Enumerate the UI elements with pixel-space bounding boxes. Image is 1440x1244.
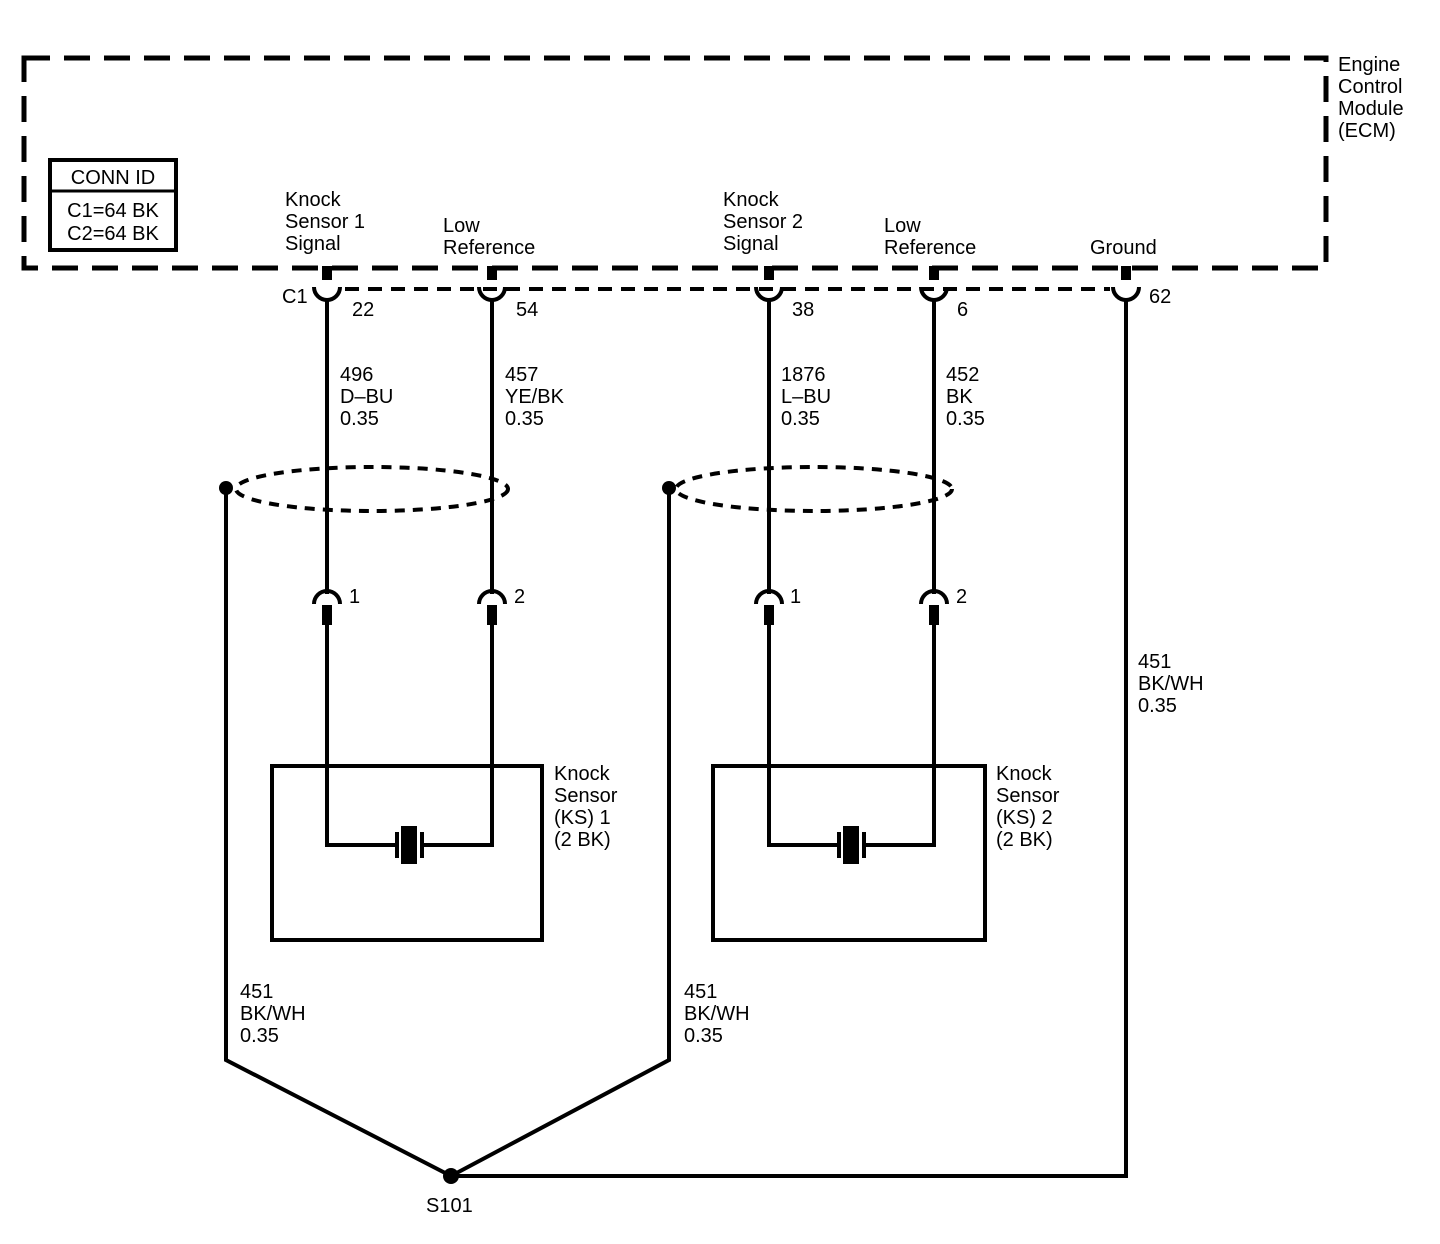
ecm-label-line: Engine bbox=[1338, 54, 1400, 76]
pin-number: 62 bbox=[1149, 286, 1171, 308]
drain-wire-ks1 bbox=[224, 488, 452, 1178]
svg-text:Knock: Knock bbox=[554, 763, 611, 785]
shield-ellipse-ks1 bbox=[234, 465, 510, 513]
wire-label-452: 452 BK 0.35 bbox=[946, 364, 985, 430]
ground-wire bbox=[451, 300, 1128, 1178]
sensor-pin-number: 2 bbox=[956, 586, 967, 608]
svg-text:0.35: 0.35 bbox=[946, 408, 985, 430]
sensor-connector-terminals bbox=[312, 589, 949, 625]
svg-text:Low: Low bbox=[884, 215, 921, 237]
ecm-pin-name-low-ref-2: Low Reference bbox=[884, 215, 976, 259]
svg-text:Reference: Reference bbox=[443, 237, 535, 259]
svg-text:451: 451 bbox=[1138, 651, 1171, 673]
ecm-label: Engine Control Module (ECM) bbox=[1338, 54, 1404, 142]
svg-text:Signal: Signal bbox=[723, 233, 779, 255]
svg-text:L–BU: L–BU bbox=[781, 386, 831, 408]
ecm-label-line: Control bbox=[1338, 76, 1402, 98]
svg-text:(KS) 1: (KS) 1 bbox=[554, 807, 611, 829]
ecm-pin-stubs bbox=[322, 266, 1131, 280]
svg-text:Sensor 1: Sensor 1 bbox=[285, 211, 365, 233]
svg-text:0.35: 0.35 bbox=[781, 408, 820, 430]
svg-text:0.35: 0.35 bbox=[684, 1025, 723, 1047]
splice-s101-label: S101 bbox=[426, 1195, 473, 1217]
conn-id-title: CONN ID bbox=[71, 167, 155, 189]
conn-id-line: C2=64 BK bbox=[67, 223, 159, 245]
ecm-label-line: (ECM) bbox=[1338, 120, 1396, 142]
ecm-label-line: Module bbox=[1338, 98, 1404, 120]
sensor-pin-number: 1 bbox=[349, 586, 360, 608]
knock-sensor-2-box bbox=[711, 764, 987, 942]
svg-text:Knock: Knock bbox=[723, 189, 780, 211]
svg-text:Reference: Reference bbox=[884, 237, 976, 259]
wire-label-451-ground: 451 BK/WH 0.35 bbox=[1138, 651, 1204, 717]
piezo-crystal-icon bbox=[837, 826, 866, 864]
svg-text:457: 457 bbox=[505, 364, 538, 386]
svg-text:496: 496 bbox=[340, 364, 373, 386]
svg-text:Knock: Knock bbox=[996, 763, 1053, 785]
wire-label-1876: 1876 L–BU 0.35 bbox=[781, 364, 831, 430]
ecm-pin-name-ks1-signal: Knock Sensor 1 Signal bbox=[285, 189, 365, 255]
svg-text:YE/BK: YE/BK bbox=[505, 386, 565, 408]
svg-text:(KS) 2: (KS) 2 bbox=[996, 807, 1053, 829]
svg-text:BK/WH: BK/WH bbox=[240, 1003, 306, 1025]
svg-text:Knock: Knock bbox=[285, 189, 342, 211]
signal-wires bbox=[325, 300, 936, 594]
svg-text:0.35: 0.35 bbox=[1138, 695, 1177, 717]
knock-sensor-1-label: Knock Sensor (KS) 1 (2 BK) bbox=[554, 763, 618, 851]
pin-number: 6 bbox=[957, 299, 968, 321]
svg-text:451: 451 bbox=[240, 981, 273, 1003]
svg-text:(2 BK): (2 BK) bbox=[996, 829, 1053, 851]
sensor-pin-number: 1 bbox=[790, 586, 801, 608]
svg-text:0.35: 0.35 bbox=[505, 408, 544, 430]
wire-label-451-shield-2: 451 BK/WH 0.35 bbox=[684, 981, 750, 1047]
sensor-pin-number: 2 bbox=[514, 586, 525, 608]
ecm-pin-name-ks2-signal: Knock Sensor 2 Signal bbox=[723, 189, 803, 255]
drain-wire-ks2 bbox=[450, 488, 671, 1178]
ecm-enclosure bbox=[21, 55, 1329, 271]
conn-id-box: CONN ID C1=64 BK C2=64 BK bbox=[48, 158, 178, 252]
shield-ellipse-ks2 bbox=[674, 465, 954, 513]
pin-number: 22 bbox=[352, 299, 374, 321]
svg-text:Sensor: Sensor bbox=[554, 785, 618, 807]
ecm-pin-name-ground: Ground bbox=[1090, 237, 1157, 259]
wire-label-496: 496 D–BU 0.35 bbox=[340, 364, 393, 430]
svg-text:Signal: Signal bbox=[285, 233, 341, 255]
wire-label-457: 457 YE/BK 0.35 bbox=[505, 364, 565, 430]
svg-text:Sensor: Sensor bbox=[996, 785, 1060, 807]
svg-text:BK/WH: BK/WH bbox=[1138, 673, 1204, 695]
conn-id-line: C1=64 BK bbox=[67, 200, 159, 222]
svg-text:D–BU: D–BU bbox=[340, 386, 393, 408]
svg-text:Low: Low bbox=[443, 215, 480, 237]
svg-text:452: 452 bbox=[946, 364, 979, 386]
pin-number: 54 bbox=[516, 299, 538, 321]
piezo-crystal-icon bbox=[395, 826, 424, 864]
svg-text:0.35: 0.35 bbox=[340, 408, 379, 430]
connector-c1-label: C1 bbox=[282, 286, 308, 308]
svg-text:BK/WH: BK/WH bbox=[684, 1003, 750, 1025]
svg-text:1876: 1876 bbox=[781, 364, 826, 386]
svg-text:0.35: 0.35 bbox=[240, 1025, 279, 1047]
sensor-internal-wires bbox=[325, 625, 936, 847]
knock-sensor-1-box bbox=[270, 764, 544, 942]
svg-text:Ground: Ground bbox=[1090, 237, 1157, 259]
ecm-pin-name-low-ref-1: Low Reference bbox=[443, 215, 535, 259]
svg-text:BK: BK bbox=[946, 386, 973, 408]
pin-number: 38 bbox=[792, 299, 814, 321]
svg-text:451: 451 bbox=[684, 981, 717, 1003]
wire-label-451-shield-1: 451 BK/WH 0.35 bbox=[240, 981, 306, 1047]
svg-text:Sensor 2: Sensor 2 bbox=[723, 211, 803, 233]
knock-sensor-2-label: Knock Sensor (KS) 2 (2 BK) bbox=[996, 763, 1060, 851]
splice-s101-dot bbox=[443, 1168, 459, 1184]
svg-text:(2 BK): (2 BK) bbox=[554, 829, 611, 851]
